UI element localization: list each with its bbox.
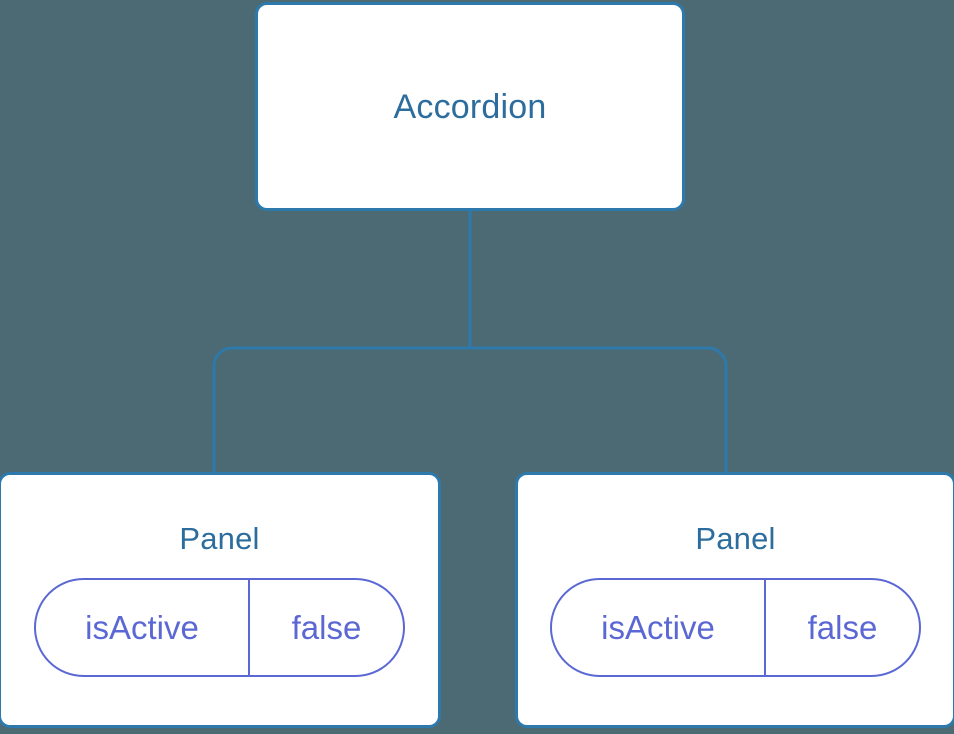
node-panel-1[interactable]: Panel isActive false	[515, 472, 954, 728]
state-pill-panel-0[interactable]: isActive false	[34, 578, 405, 677]
state-pill-panel-1-key: isActive	[552, 580, 766, 675]
node-panel-0[interactable]: Panel isActive false	[0, 472, 441, 728]
node-accordion-title: Accordion	[393, 87, 547, 126]
node-accordion[interactable]: Accordion	[255, 2, 685, 211]
edge-to-panel-1	[470, 346, 728, 474]
state-pill-panel-1-value: false	[807, 609, 878, 646]
state-pill-panel-0-value: false	[291, 609, 362, 646]
state-pill-panel-1[interactable]: isActive false	[550, 578, 921, 677]
node-panel-1-title: Panel	[695, 521, 776, 556]
state-pill-panel-0-key: isActive	[36, 580, 250, 675]
node-panel-0-title: Panel	[179, 521, 260, 556]
edge-to-panel-0	[212, 346, 470, 474]
